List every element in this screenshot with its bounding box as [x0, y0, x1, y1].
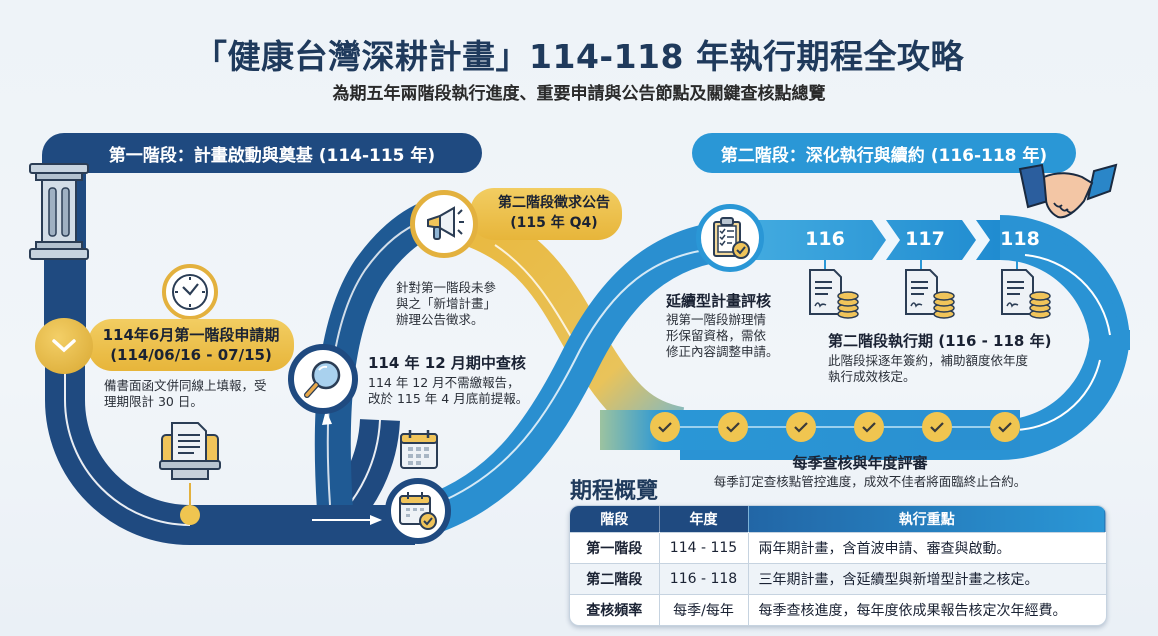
year-117-label: 117 — [905, 228, 945, 250]
checkpoint-check-icon — [922, 412, 952, 442]
announcement-desc: 針對第一階段未參 與之「新增計畫」 辦理公告徵求。 — [396, 280, 497, 327]
phase2-banner: 第二階段：深化執行與續約 (116-118 年) — [692, 133, 1076, 173]
column-header-focus: 執行重點 — [748, 506, 1106, 532]
cell-stage: 第二階段 — [570, 562, 660, 594]
phase2-announcement-pill: 第二階段徵求公告 (115 年 Q4) — [470, 188, 622, 240]
year-116-label: 116 — [805, 228, 845, 250]
phase1-label: 第一階段：計畫啟動與奠基 (114-115 年) — [108, 145, 436, 166]
cell-focus: 兩年期計畫，含首波申請、審查與啟動。 — [748, 531, 1106, 563]
contract-coins-icon-118 — [1000, 260, 1052, 324]
table-header-row: 階段 年度 執行重點 — [570, 506, 1106, 532]
column-header-years: 年度 — [659, 506, 749, 532]
calendar-icon — [399, 428, 439, 474]
overview-title: 期程概覽 — [570, 479, 659, 504]
cell-focus: 每季查核進度，每年度依成果報告核定次年經費。 — [748, 593, 1106, 625]
contract-coins-icon-117 — [904, 260, 956, 324]
midterm-review-desc: 114 年 12 月不需繳報告， 改於 115 年 4 月底前提報。 — [368, 375, 529, 406]
continuation-review-title: 延續型計畫評核 — [666, 292, 772, 310]
checkpoint-check-icon — [718, 412, 748, 442]
megaphone-icon — [410, 190, 478, 258]
application-dates: (114/06/16 - 07/15) — [110, 346, 272, 364]
magnifier-icon — [288, 344, 358, 414]
checkpoint-check-icon — [786, 412, 816, 442]
phase2-execution-title: 第二階段執行期 (116 - 118 年) — [828, 332, 1052, 350]
cell-years: 每季/每年 — [659, 593, 749, 625]
clipboard-check-icon — [696, 204, 764, 272]
phase2-label: 第二階段：深化執行與續約 (116-118 年) — [720, 145, 1048, 166]
checkpoint-check-icon — [854, 412, 884, 442]
midterm-review-title: 114 年 12 月期中查核 — [368, 354, 526, 372]
timeline-dot — [180, 505, 200, 525]
checkpoint-check-icon — [650, 412, 680, 442]
cell-focus: 三年期計畫，含延續型與新增型計畫之核定。 — [748, 562, 1106, 594]
cell-stage: 第一階段 — [570, 531, 660, 563]
chevron-down-icon — [35, 318, 93, 374]
calendar-check-icon — [385, 478, 451, 544]
year-118-label: 118 — [1000, 228, 1040, 250]
application-desc: 備書面函文併同線上填報，受 理期限計 30 日。 — [104, 378, 267, 409]
cell-stage: 查核頻率 — [570, 593, 660, 625]
handshake-icon — [1018, 163, 1118, 229]
announcement-title: 第二階段徵求公告 — [498, 195, 610, 211]
connector-line — [189, 483, 191, 513]
contract-coins-icon-116 — [808, 260, 860, 324]
page-title: 「健康台灣深耕計畫」114-118 年執行期程全攻略 — [194, 37, 964, 76]
phase1-banner: 第一階段：計畫啟動與奠基 (114-115 年) — [42, 133, 482, 173]
application-title: 114年6月第一階段申請期 — [102, 326, 280, 344]
schedule-overview-table: 階段 年度 執行重點 第一階段 114 - 115 兩年期計畫，含首波申請、審查… — [569, 505, 1107, 626]
application-period-pill: 114年6月第一階段申請期 (114/06/16 - 07/15) — [88, 319, 294, 371]
table-row: 查核頻率 每季/每年 每季查核進度，每年度依成果報告核定次年經費。 — [570, 593, 1106, 625]
cell-years: 114 - 115 — [659, 531, 749, 563]
table-row: 第一階段 114 - 115 兩年期計畫，含首波申請、審查與啟動。 — [570, 531, 1106, 563]
continuation-review-desc: 視第一階段辦理情 形保留資格，需依 修正內容調整申請。 — [666, 312, 779, 359]
announcement-date: (115 年 Q4) — [510, 215, 598, 231]
cell-years: 116 - 118 — [659, 562, 749, 594]
pillar-icon — [28, 162, 90, 266]
checkpoint-check-icon — [990, 412, 1020, 442]
quarterly-review-desc: 每季訂定查核點管控進度，成效不佳者將面臨終止合約。 — [713, 474, 1027, 489]
quarterly-review-title: 每季查核與年度評審 — [792, 454, 928, 472]
clock-icon — [162, 264, 218, 320]
column-header-stage: 階段 — [570, 506, 660, 532]
page-subtitle: 為期五年兩階段執行進度、重要申請與公告節點及關鍵查核點總覽 — [332, 84, 826, 104]
phase2-execution-desc: 此階段採逐年簽約，補助額度依年度 執行成效核定。 — [828, 353, 1029, 384]
table-row: 第二階段 116 - 118 三年期計畫，含延續型與新增型計畫之核定。 — [570, 562, 1106, 594]
checkpoint-row — [650, 412, 1020, 444]
document-submission-icon — [158, 421, 222, 487]
